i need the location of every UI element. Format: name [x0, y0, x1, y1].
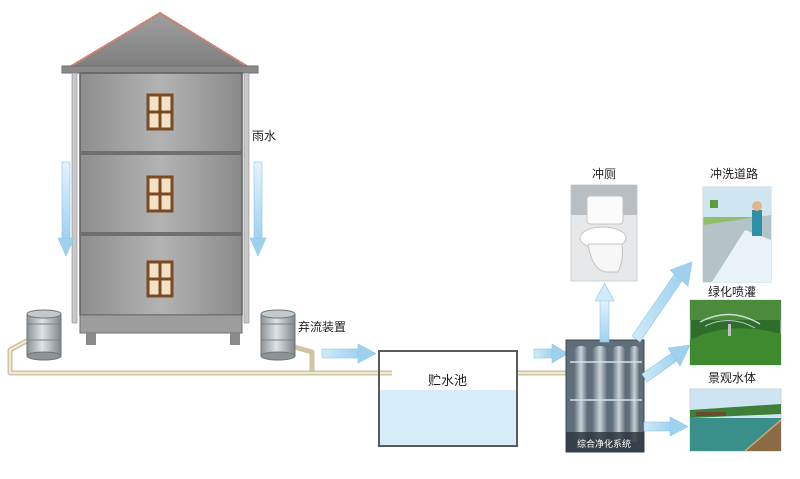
output-arrow-road: [631, 261, 693, 343]
flow-arrow-to-tank: [321, 343, 377, 364]
toilet-photo: [570, 184, 638, 282]
storage-tank-label: 贮水池: [428, 374, 468, 389]
downpipe-right: [243, 72, 250, 324]
window-1: [146, 260, 174, 298]
landscape-water-label: 景观水体: [708, 371, 757, 385]
house: [61, 11, 259, 345]
house-eave: [61, 65, 259, 74]
rain-arrow-right: [249, 161, 267, 257]
house-base: [79, 314, 243, 334]
output-arrow-landscape: [643, 416, 689, 437]
storage-tank: [378, 350, 518, 447]
landscape-water-photo: [689, 388, 782, 452]
purification-system-label: 综合净化系统: [577, 440, 632, 450]
window-3: [146, 93, 174, 131]
output-arrow-greening: [641, 344, 691, 383]
house-roof: [64, 11, 254, 69]
downpipe-left: [71, 72, 78, 324]
window-2: [146, 175, 174, 213]
diverter-barrel-right: [260, 309, 296, 361]
flow-arrow-to-purifier: [533, 343, 569, 364]
greening-irrigation-label: 绿化喷灌: [708, 285, 757, 299]
road-washing-label: 冲洗道路: [710, 167, 759, 181]
diverter-barrel-left: [26, 309, 62, 361]
greening-irrigation-photo: [689, 299, 782, 366]
toilet-flushing-label: 冲厕: [592, 167, 617, 181]
output-arrow-toilet: [594, 282, 615, 343]
rain-arrow-left: [57, 161, 75, 257]
diverter-label: 弃流装置: [298, 320, 347, 334]
rain-label: 雨水: [252, 129, 277, 143]
road-washing-photo: [702, 186, 772, 283]
purification-system: [565, 339, 645, 453]
